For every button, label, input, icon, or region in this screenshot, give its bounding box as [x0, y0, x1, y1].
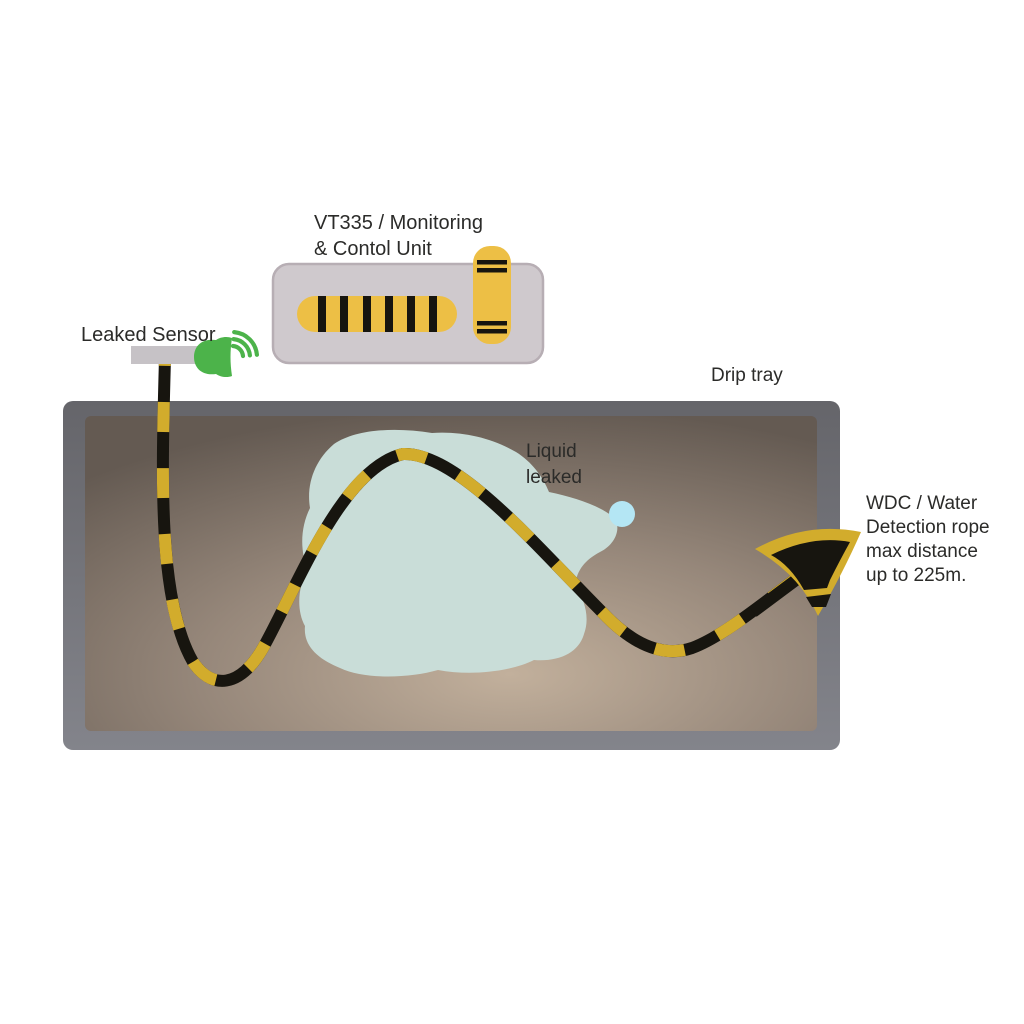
contact-line: [477, 260, 507, 265]
signal-waves-icon: [230, 330, 259, 359]
monitoring-control-unit: [271, 246, 545, 365]
terminal-pin: [429, 296, 437, 332]
signal-arc-2: [231, 337, 252, 358]
arrow-stripe: [806, 594, 831, 607]
sensor-buzzer: [194, 336, 232, 378]
rope-yellow-stripes: [156, 357, 801, 687]
liquid-puddle: [299, 429, 618, 677]
unit-terminal-pins: [318, 296, 437, 332]
sensor-label: Leaked Sensor: [81, 324, 216, 346]
leaked-sensor: [131, 330, 259, 378]
terminal-pin: [407, 296, 415, 332]
terminal-pin: [340, 296, 348, 332]
terminal-pin: [318, 296, 326, 332]
terminal-pin: [363, 296, 371, 332]
arrow-body: [771, 540, 850, 590]
sensor-mount-bar: [131, 346, 209, 364]
unit-connector-contacts: [477, 260, 507, 334]
contact-line: [477, 329, 507, 334]
contact-line: [477, 321, 507, 326]
liquid-label: Liquid leaked: [526, 441, 582, 488]
signal-arc-3: [232, 330, 259, 357]
contact-line: [477, 268, 507, 273]
terminal-pin: [385, 296, 393, 332]
water-detection-rope: [156, 357, 804, 687]
unit-label: VT335 / Monitoring & Contol Unit: [314, 212, 483, 260]
unit-terminal-strip: [297, 296, 457, 332]
wdc-label: WDC / Water Detection rope max distance …: [866, 493, 990, 586]
liquid-droplet: [609, 501, 635, 527]
rope-end-arrow-icon: [755, 528, 861, 616]
rope-end-segment: [749, 572, 804, 617]
signal-arc-1: [230, 343, 246, 359]
tray-label: Drip tray: [711, 365, 783, 386]
